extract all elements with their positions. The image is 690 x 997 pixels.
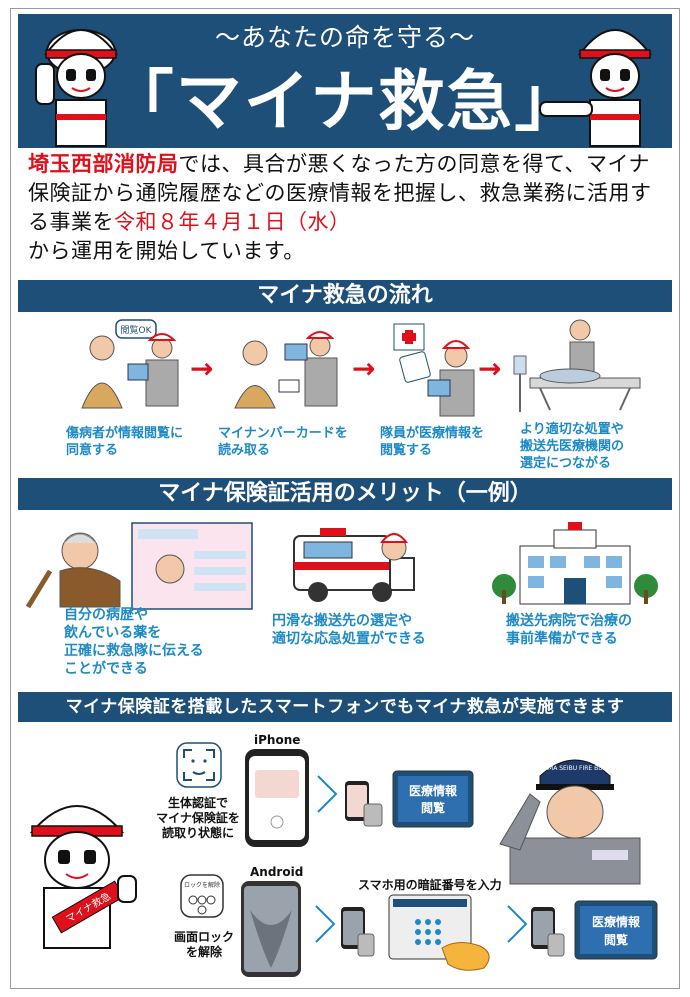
merit-3-caption: 搬送先病院で治療の 事前準備ができる bbox=[506, 613, 632, 647]
iphone-description: 生体認証で マイナ保険証を 読取り状態に bbox=[156, 796, 240, 840]
merit-2-caption: 円滑な搬送先の選定や 適切な応急処置ができる bbox=[272, 613, 426, 647]
flow-arrow-3: → bbox=[478, 352, 502, 385]
elderly-patient-illustration bbox=[25, 522, 253, 610]
flow-step-2-caption: マイナンバーカードを 読み取る bbox=[218, 426, 348, 458]
intro-org: 埼玉西部消防局 bbox=[28, 152, 179, 176]
chevron-right-icon bbox=[507, 905, 528, 943]
intro-text-2: から運用を開始しています。 bbox=[28, 239, 305, 263]
iphone-label: iPhone bbox=[254, 733, 301, 747]
consent-bubble: 閲覧OK bbox=[121, 324, 153, 336]
android-description: 画面ロック を解除 bbox=[173, 930, 234, 959]
screen2-label-1: 医療情報 bbox=[592, 914, 641, 929]
android-small-illustration-2 bbox=[531, 907, 565, 957]
pin-entry-label: スマホ用の暗証番号を入力 bbox=[358, 878, 502, 892]
ambulance-illustration bbox=[293, 528, 415, 602]
screen1-label-2: 閲覧 bbox=[421, 800, 445, 815]
flow-step-1-caption: 傷病者が情報閲覧に 同意する bbox=[66, 426, 184, 458]
merit-1-caption: 自分の病歴や 飲んでいる薬を 正確に救急隊に伝える ことができる bbox=[64, 607, 204, 677]
screen2-label-2: 閲覧 bbox=[604, 932, 628, 947]
mascot-sash-illustration: マイナ救急 bbox=[29, 805, 137, 949]
flow-arrow-1: → bbox=[190, 352, 214, 385]
flow-step-3-caption: 隊員が医療情報を 閲覧する bbox=[380, 426, 485, 458]
step4-illustration bbox=[513, 319, 641, 412]
android-phone-illustration bbox=[241, 881, 301, 977]
step3-illustration bbox=[393, 323, 475, 417]
header-subtitle: 〜あなたの命を守る〜 bbox=[214, 23, 475, 52]
header-title: 「マイナ救急」 bbox=[107, 63, 583, 140]
android-small-illustration bbox=[341, 907, 375, 957]
cap-emblem-text: SAITAMA SEIBU FIRE BUREAU bbox=[531, 765, 619, 772]
intro-text-1: では、具合が悪くなった方の同意を得て、マイナ保険証から通院履歴などの医療情報を把… bbox=[28, 152, 652, 234]
flow-section-title: マイナ救急の流れ bbox=[18, 280, 672, 312]
lock-keypad-icon: ロックを解除 bbox=[180, 874, 224, 918]
flow-step-4-caption: より適切な処置や 搬送先医療機関の 選定につながる bbox=[520, 422, 625, 471]
pin-entry-screen-illustration bbox=[388, 894, 490, 971]
iphone-small-illustration bbox=[345, 781, 383, 827]
merit-section-title: マイナ保険証活用のメリット（一例） bbox=[18, 478, 672, 510]
mascot-right-illustration bbox=[539, 29, 652, 147]
header-banner: 〜あなたの命を守る〜 「マイナ救急」 bbox=[18, 14, 672, 148]
step2-illustration bbox=[234, 331, 338, 409]
step1-illustration: 閲覧OK bbox=[81, 319, 179, 409]
chevron-right-icon bbox=[317, 775, 338, 813]
iphone-illustration bbox=[245, 749, 309, 847]
intro-date: 令和８年４月１日（水） bbox=[114, 210, 351, 234]
paramedic-saluting-illustration: SAITAMA SEIBU FIRE BUREAU bbox=[499, 759, 641, 885]
android-label: Android bbox=[250, 865, 304, 879]
mascot-left-illustration bbox=[35, 29, 118, 147]
hospital-illustration bbox=[492, 522, 658, 605]
screen1-label-1: 医療情報 bbox=[409, 783, 458, 798]
medical-info-screen-2: 医療情報 閲覧 bbox=[574, 900, 658, 960]
lock-icon-label: ロックを解除 bbox=[184, 881, 220, 889]
flow-arrow-2: → bbox=[352, 352, 376, 385]
chevron-right-icon bbox=[315, 905, 336, 943]
intro-paragraph: 埼玉西部消防局では、具合が悪くなった方の同意を得て、マイナ保険証から通院履歴など… bbox=[28, 150, 668, 266]
medical-info-screen-1: 医療情報 閲覧 bbox=[392, 770, 474, 828]
smartphone-section-title: マイナ保険証を搭載したスマートフォンでもマイナ救急が実施できます bbox=[18, 692, 672, 722]
face-id-icon bbox=[176, 742, 222, 788]
